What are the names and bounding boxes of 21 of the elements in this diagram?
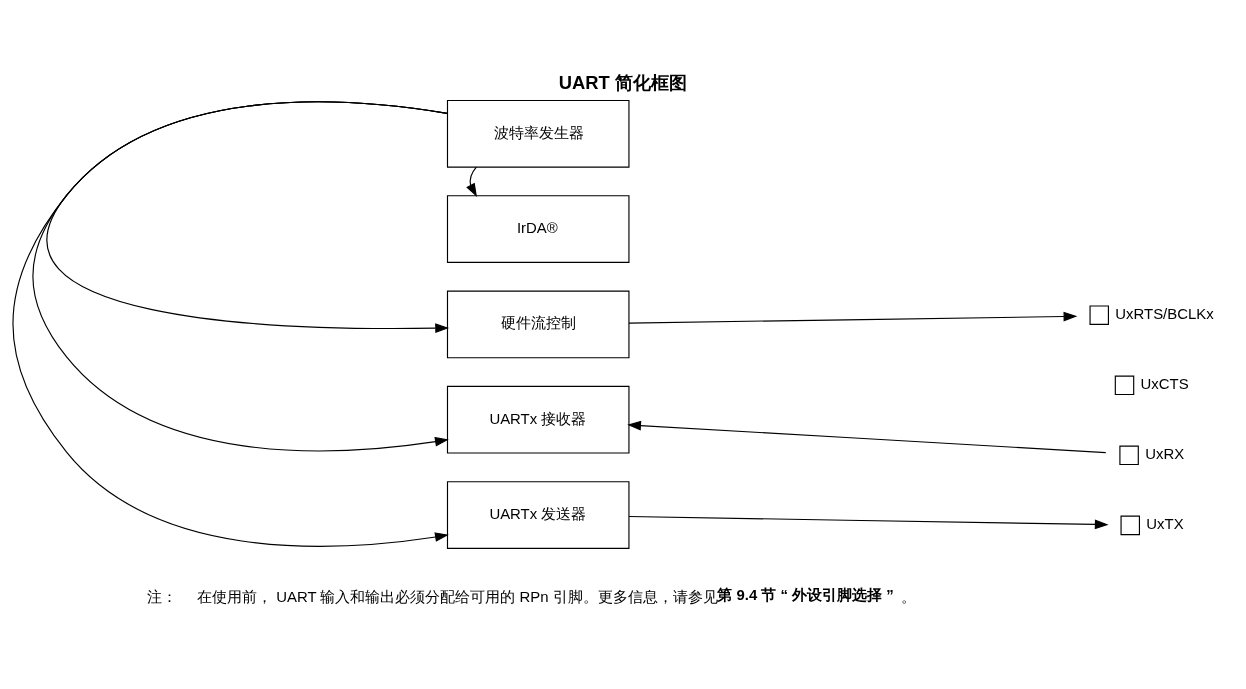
arrow	[628, 515, 1109, 530]
arrow	[466, 166, 477, 198]
node-box	[1119, 445, 1139, 466]
node-box	[1114, 375, 1135, 396]
node-box: UARTx 接收器	[446, 385, 630, 454]
node-box: 硬件流控制	[446, 290, 630, 359]
arrow	[627, 420, 1107, 454]
node-box	[1120, 515, 1140, 536]
node-box	[1089, 305, 1109, 325]
diagram-title: UART 简化框图	[558, 71, 687, 93]
node-box: 波特率发生器	[446, 99, 630, 168]
node-box: UARTx 发送器	[446, 481, 630, 549]
node-label: UxCTS	[1140, 375, 1189, 393]
node-box: IrDA®	[446, 195, 630, 263]
node-label: UxTX	[1146, 515, 1184, 533]
label: 注：	[146, 587, 177, 605]
node-label: UxRX	[1145, 445, 1185, 463]
arrow	[12, 101, 449, 547]
label: 在使用前， UART 输入和输出必须分配给可用的 RPn 引脚。更多信息，请参见第 9.4 节 “ 外设引脚选择 ”。	[197, 586, 917, 605]
node-label: UxRTS/BCLKx	[1115, 305, 1214, 323]
arrow	[628, 311, 1078, 324]
